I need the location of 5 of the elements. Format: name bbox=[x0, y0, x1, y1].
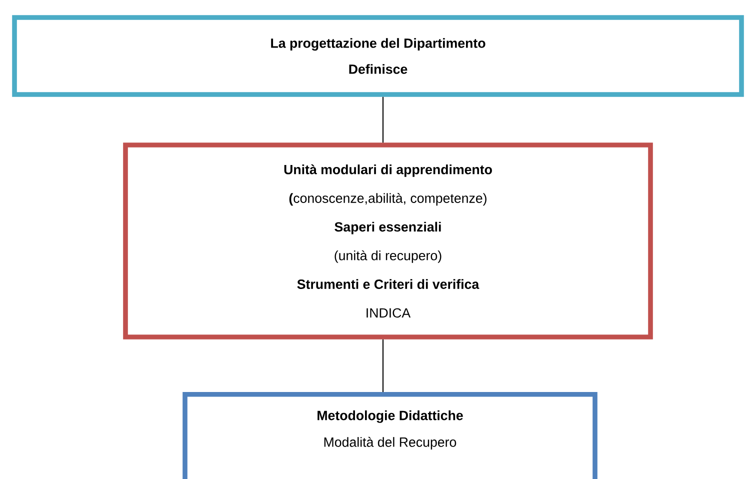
method-box: Metodologie Didattiche Modalità del Recupero bbox=[182, 392, 598, 479]
connector-line bbox=[382, 339, 384, 392]
content-box: Unità modulari di apprendimento (conoscenze,abilità, competenze) Saperi essenziali (unità di recupero) Strumenti e Criteri di verifica INDICA bbox=[123, 142, 653, 340]
heading-box: La progettazione del Dipartimento Definisce bbox=[12, 15, 744, 97]
connector-line bbox=[382, 96, 384, 143]
